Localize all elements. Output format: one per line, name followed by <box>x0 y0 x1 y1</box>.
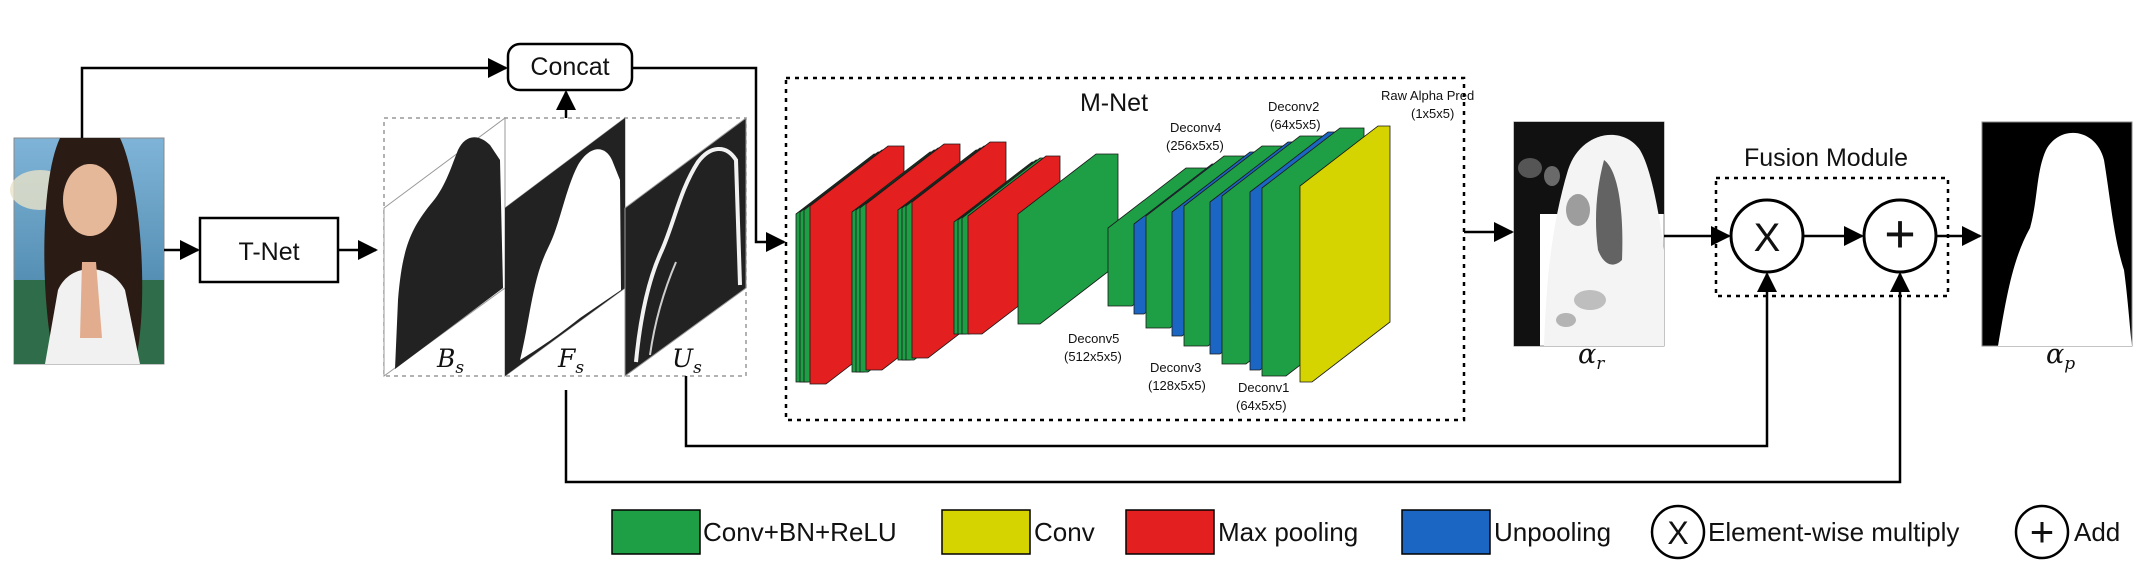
deconv4-dim: (256x5x5) <box>1166 138 1224 153</box>
legend-multiply-symbol: X <box>1667 515 1688 551</box>
svg-text:Deconv2: Deconv2 <box>1268 99 1319 114</box>
mnet-layers <box>795 125 1391 385</box>
slab-raw-alpha-pred <box>1299 125 1391 383</box>
deconv3-dim: (128x5x5) <box>1148 378 1206 393</box>
svg-text:Deconv3: Deconv3 <box>1150 360 1201 375</box>
concat-to-mnet-arrow <box>632 66 786 252</box>
alpha-r-label: αr <box>1578 339 1605 374</box>
svg-text:Raw Alpha Pred: Raw Alpha Pred <box>1381 88 1474 103</box>
svg-text:(128x5x5): (128x5x5) <box>1148 378 1206 393</box>
legend-swatch-unpooling <box>1401 509 1491 555</box>
svg-text:(64x5x5): (64x5x5) <box>1236 398 1287 413</box>
fs-label: Fs <box>557 344 584 378</box>
deconv1-label: Deconv1 <box>1238 380 1289 395</box>
deconv3-label: Deconv3 <box>1150 360 1201 375</box>
alpha-p-label: αp <box>2046 339 2075 374</box>
svg-text:Deconv5: Deconv5 <box>1068 331 1119 346</box>
legend: Conv+BN+ReLU Conv Max pooling Unpooling … <box>611 504 2120 560</box>
svg-text:(64x5x5): (64x5x5) <box>1270 117 1321 132</box>
legend-swatch-conv-bn-relu <box>611 509 701 555</box>
deconv2-label: Deconv2 <box>1268 99 1319 114</box>
raw-alpha-label: Raw Alpha Pred <box>1381 88 1474 103</box>
raw-alpha-image <box>1513 121 1665 347</box>
multiply-symbol: X <box>1754 216 1781 260</box>
svg-text:Deconv4: Deconv4 <box>1170 120 1221 135</box>
deconv5-dim: (512x5x5) <box>1064 349 1122 364</box>
fusion-module-label: Fusion Module <box>1744 144 1908 172</box>
svg-text:(256x5x5): (256x5x5) <box>1166 138 1224 153</box>
legend-label-add: Add <box>2074 517 2120 547</box>
mnet-box <box>784 76 1466 422</box>
us-to-multiply-arrow <box>684 272 1777 448</box>
layer-annotations: Deconv5 (512x5x5) Deconv4 (256x5x5) Deco… <box>1064 88 1474 413</box>
legend-label-multiply: Element-wise multiply <box>1708 517 1959 547</box>
deconv1-dim: (64x5x5) <box>1236 398 1287 413</box>
svg-text:(512x5x5): (512x5x5) <box>1064 349 1122 364</box>
add-op: + <box>1862 198 1938 274</box>
svg-text:(1x5x5): (1x5x5) <box>1411 106 1454 121</box>
fs-to-add-arrow <box>564 272 1910 484</box>
tnet-output-maps <box>383 117 747 377</box>
legend-label-conv-bn-relu: Conv+BN+ReLU <box>703 517 897 547</box>
legend-add-icon <box>2014 504 2070 560</box>
connectors <box>80 58 1982 484</box>
deconv5-label: Deconv5 <box>1068 331 1119 346</box>
raw-alpha-dim: (1x5x5) <box>1411 106 1454 121</box>
legend-label-unpooling: Unpooling <box>1494 517 1611 547</box>
input-photo <box>10 137 165 365</box>
final-alpha-image <box>1981 121 2133 347</box>
legend-swatch-max-pooling <box>1125 509 1215 555</box>
legend-multiply-icon <box>1650 504 1706 560</box>
us-label: Us <box>672 344 702 378</box>
add-symbol: + <box>1884 204 1916 264</box>
svg-text:Deconv1: Deconv1 <box>1238 380 1289 395</box>
multiply-op: X <box>1729 198 1805 274</box>
deconv2-dim: (64x5x5) <box>1270 117 1321 132</box>
photo-to-concat-arrow <box>80 58 508 138</box>
deconv4-label: Deconv4 <box>1170 120 1221 135</box>
legend-label-conv: Conv <box>1034 517 1095 547</box>
mnet-label: M-Net <box>1080 89 1148 117</box>
bs-label: Bs <box>436 344 464 378</box>
legend-add-symbol: + <box>2030 508 2055 555</box>
tnet-label: T-Net <box>238 238 299 266</box>
legend-label-max-pooling: Max pooling <box>1218 517 1358 547</box>
legend-swatch-conv <box>941 509 1031 555</box>
concat-label: Concat <box>530 53 609 81</box>
